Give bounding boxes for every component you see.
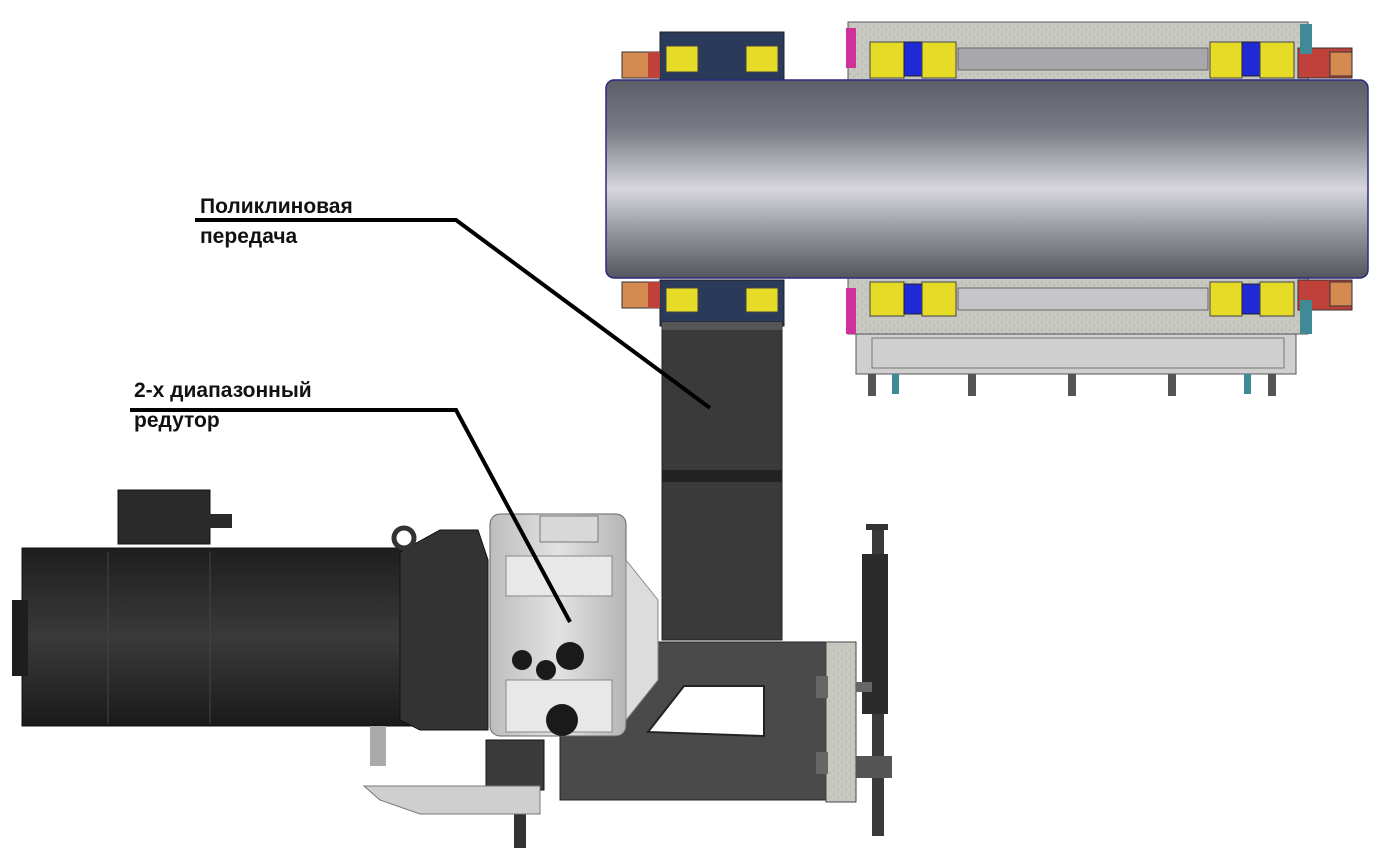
tension-adjuster xyxy=(856,524,892,836)
callout-gearbox-line1: 2-х диапазонный xyxy=(134,379,312,402)
leader-gearbox xyxy=(130,408,572,623)
electric-motor xyxy=(12,489,489,766)
callout-gearbox: 2-х диапазонный редутор xyxy=(134,376,312,436)
poly-v-belt xyxy=(661,321,783,641)
callout-belt-drive-line2: передача xyxy=(200,225,298,248)
seal-magenta-bottom xyxy=(846,288,856,334)
housing-base-plate xyxy=(855,333,1297,375)
bearing-set-left-top xyxy=(869,41,957,79)
callout-belt-drive: Поликлиновая передача xyxy=(200,192,353,252)
gear-selector-knobs xyxy=(512,642,584,736)
bearing-set-right-bottom xyxy=(1209,281,1295,317)
inner-sleeve-top xyxy=(957,47,1209,71)
callout-belt-drive-line1: Поликлиновая xyxy=(200,195,353,218)
seal-magenta-top xyxy=(846,28,856,68)
spindle-housing xyxy=(846,21,1353,396)
callout-gearbox-line2: редутор xyxy=(134,409,220,432)
two-range-gearbox xyxy=(362,513,659,848)
driven-pulley xyxy=(621,31,785,327)
leader-belt-drive xyxy=(195,218,712,410)
main-shaft xyxy=(605,79,1369,279)
bearing-set-right-top xyxy=(1209,41,1295,79)
callout-leaders xyxy=(130,218,712,623)
inner-sleeve-bottom xyxy=(957,287,1209,311)
bearing-set-left-bottom xyxy=(869,281,957,317)
base-bolts xyxy=(868,374,1276,396)
